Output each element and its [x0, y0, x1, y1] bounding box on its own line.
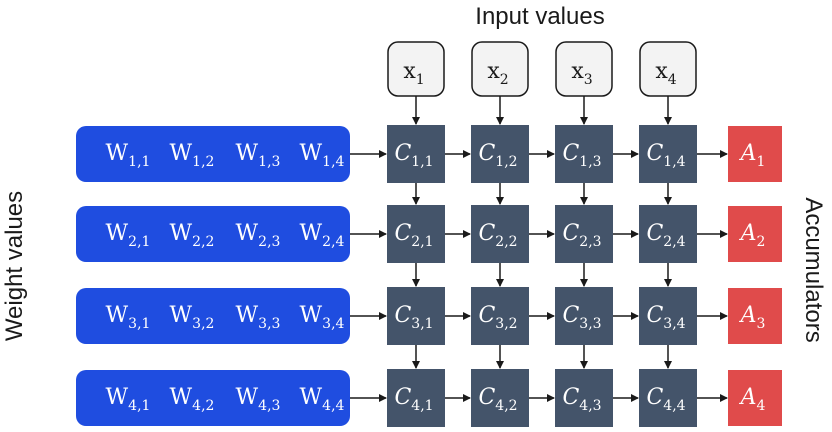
cell-label-1-4: C1,4 — [646, 141, 685, 170]
accumulator-label-1: A1 — [739, 141, 766, 170]
arrows-layer — [350, 96, 728, 402]
weight-label-1-3: W1,3 — [236, 141, 281, 170]
cell-label-2-2: C2,2 — [478, 221, 517, 250]
input-box-3 — [555, 41, 613, 97]
cell-label-3-4: C3,4 — [646, 303, 685, 332]
accumulator-3 — [728, 288, 782, 344]
cell-3-1 — [387, 287, 445, 345]
cell-2-4 — [639, 205, 697, 263]
weight-label-2-2: W2,2 — [170, 221, 215, 250]
cell-label-1-3: C1,3 — [562, 141, 601, 170]
cells-layer: C1,1 C1,2 C1,3 C1,4C2,1 C2,2 C2,3 C2,4C3,1 C3,2… — [387, 125, 697, 427]
input-box-4 — [639, 41, 697, 97]
cell-1-4 — [639, 125, 697, 183]
accumulator-label-3: A3 — [739, 303, 766, 332]
cell-label-2-4: C2,4 — [646, 221, 685, 250]
cell-label-4-3: C4,3 — [562, 385, 601, 414]
cell-label-4-2: C4,2 — [478, 385, 517, 414]
weight-label-3-3: W3,3 — [236, 303, 281, 332]
input-box-1 — [387, 41, 445, 97]
weight-label-3-1: W3,1 — [106, 303, 151, 332]
cell-4-2 — [471, 369, 529, 427]
weight-label-1-2: W1,2 — [170, 141, 215, 170]
cell-1-1 — [387, 125, 445, 183]
input-values-label: Input values — [475, 3, 604, 30]
accumulator-label-4: A4 — [739, 385, 766, 414]
accumulator-1 — [728, 126, 782, 182]
weight-label-3-4: W3,4 — [300, 303, 345, 332]
cell-label-3-3: C3,3 — [562, 303, 601, 332]
inputs-layer: x1 x2 x3 x4 — [387, 41, 697, 97]
cell-label-1-1: C1,1 — [394, 141, 433, 170]
weight-bar-4 — [76, 370, 350, 426]
accumulator-2 — [728, 206, 782, 262]
weight-bar-1 — [76, 126, 350, 182]
weight-label-2-1: W2,1 — [106, 221, 151, 250]
weight-label-4-1: W4,1 — [106, 385, 151, 414]
weight-label-1-4: W1,4 — [300, 141, 345, 170]
cell-label-1-2: C1,2 — [478, 141, 517, 170]
weight-bar-3 — [76, 288, 350, 344]
cell-label-4-1: C4,1 — [394, 385, 433, 414]
accumulator-4 — [728, 370, 782, 426]
weight-label-1-1: W1,1 — [106, 141, 151, 170]
accumulator-label-2: A2 — [739, 221, 766, 250]
weight-label-3-2: W3,2 — [170, 303, 215, 332]
cell-label-4-4: C4,4 — [646, 385, 685, 414]
cell-3-4 — [639, 287, 697, 345]
cell-label-2-1: C2,1 — [394, 221, 433, 250]
cell-2-1 — [387, 205, 445, 263]
cell-4-4 — [639, 369, 697, 427]
cell-label-3-2: C3,2 — [478, 303, 517, 332]
input-label-1: x1 — [403, 59, 424, 88]
input-label-2: x2 — [487, 59, 508, 88]
cell-1-2 — [471, 125, 529, 183]
cell-4-3 — [555, 369, 613, 427]
cell-label-2-3: C2,3 — [562, 221, 601, 250]
weight-label-2-4: W2,4 — [300, 221, 345, 250]
weight-label-4-2: W4,2 — [170, 385, 215, 414]
cell-3-2 — [471, 287, 529, 345]
weights-layer: W1,1 W1,2 W1,3 W1,4W2,1 W2,2 W2,3 W2,4W3,1 W3,2… — [76, 126, 350, 426]
weight-bar-2 — [76, 206, 350, 262]
weight-values-label: Weight values — [1, 191, 28, 341]
cell-1-3 — [555, 125, 613, 183]
weight-label-4-3: W4,3 — [236, 385, 281, 414]
input-label-3: x3 — [571, 59, 592, 88]
weight-label-2-3: W2,3 — [236, 221, 281, 250]
cell-2-2 — [471, 205, 529, 263]
cell-label-3-1: C3,1 — [394, 303, 433, 332]
cell-3-3 — [555, 287, 613, 345]
input-box-2 — [471, 41, 529, 97]
accumulators-label: Accumulators — [800, 197, 827, 342]
cell-2-3 — [555, 205, 613, 263]
weight-label-4-4: W4,4 — [300, 385, 345, 414]
cell-4-1 — [387, 369, 445, 427]
input-label-4: x4 — [655, 59, 676, 88]
